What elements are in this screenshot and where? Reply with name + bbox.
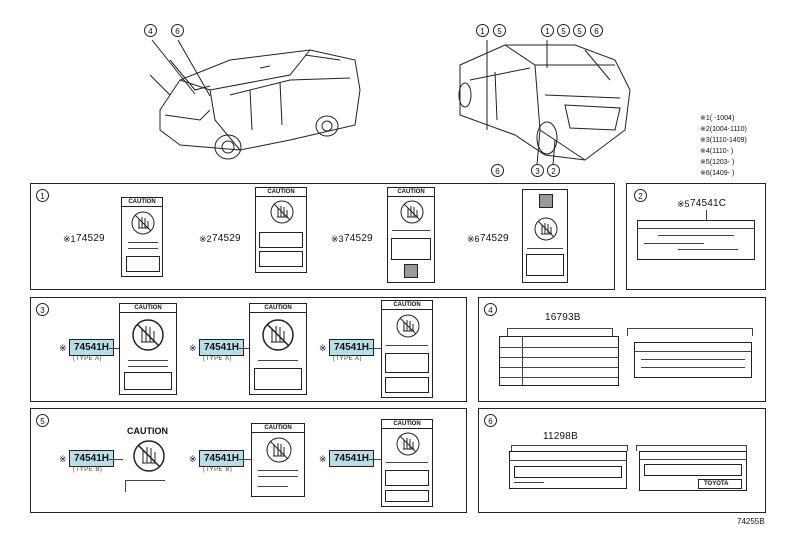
- panel-3-item-2-part: 74541H: [199, 339, 245, 356]
- panel-5-item-1-mark: ※: [59, 454, 67, 464]
- panel-3-label-1: CAUTION: [119, 303, 177, 395]
- panel-5-item-2-mark: ※: [189, 454, 197, 464]
- panel-5-label-1: CAUTION: [123, 426, 175, 498]
- panel-1-number: 1: [36, 189, 49, 202]
- callout-rear-5c: 5: [573, 24, 586, 37]
- callout-rear-2: 2: [547, 164, 560, 177]
- panel-1: 1 ※1 74529 CAUTION ※2 74529 CAUTION ※3 7…: [30, 183, 615, 290]
- panel-4-label-2: [634, 342, 752, 378]
- legend-line-4: ※4(1110- ): [700, 148, 734, 155]
- panel-3-label-2-caution: CAUTION: [250, 304, 306, 313]
- hand-icon: [534, 217, 558, 241]
- legend-line-5: ※5(1203- ): [700, 159, 735, 166]
- panel-3-label-2: CAUTION: [249, 303, 307, 395]
- panel-5-item-1-type: (TYPE B): [73, 467, 103, 473]
- panel-5-label-2-caution: CAUTION: [252, 424, 304, 433]
- panel-2-number: 2: [634, 189, 647, 202]
- panel-5-label-3-caution: CAUTION: [382, 420, 432, 429]
- panel-1-item-3-part: 74529: [344, 233, 373, 244]
- panel-1-item-3-mark: ※3: [331, 234, 344, 244]
- panel-4-part: 16793B: [545, 312, 581, 323]
- callout-rear-6a: 6: [590, 24, 603, 37]
- legend-line-1: ※1( -1004): [700, 115, 735, 122]
- callout-rear-5b: 5: [557, 24, 570, 37]
- legend-line-6: ※6(1409- ): [700, 170, 735, 177]
- panel-3-label-1-caution: CAUTION: [120, 304, 176, 313]
- panel-1-item-1-mark: ※1: [63, 234, 76, 244]
- panel-6: 6 11298B TOYOTA: [478, 408, 766, 513]
- panel-4-number: 4: [484, 303, 497, 316]
- callout-rear-6b: 6: [491, 164, 504, 177]
- panel-2-part: 74541C: [690, 198, 727, 209]
- panel-3: 3 ※ 74541H (TYPE A) CAUTION ※ 74541H (TY…: [30, 297, 467, 402]
- panel-3-item-3-type: (TYPE A): [333, 356, 363, 362]
- legend-line-2: ※2(1004-1110): [700, 126, 747, 133]
- panel-3-label-3-caution: CAUTION: [382, 301, 432, 310]
- panel-5: 5 ※ 74541H (TYPE B) CAUTION ※ 74541H (TY…: [30, 408, 467, 513]
- hand-icon: [131, 211, 155, 235]
- panel-1-label-1: CAUTION: [121, 197, 163, 277]
- hand-icon: [396, 432, 420, 456]
- panel-3-item-3-mark: ※: [319, 343, 327, 353]
- panel-6-label-2: TOYOTA: [639, 451, 747, 491]
- hand-icon: [396, 314, 420, 338]
- hand-icon: [270, 200, 294, 224]
- toyota-brand-text: TOYOTA: [704, 481, 729, 487]
- panel-2: 2 ※5 74541C: [626, 183, 766, 290]
- callout-rear-3: 3: [531, 164, 544, 177]
- diagram-id: 74255B: [737, 517, 765, 526]
- panel-3-item-1-type: (TYPE A): [73, 356, 103, 362]
- panel-1-item-2-part: 74529: [212, 233, 241, 244]
- panel-3-number: 3: [36, 303, 49, 316]
- hand-icon: [133, 440, 165, 472]
- panel-1-label-2: CAUTION: [255, 187, 307, 273]
- panel-5-item-1-part: 74541H: [69, 450, 115, 467]
- panel-1-item-1-part: 74529: [76, 233, 105, 244]
- vehicle-rear-illustration: [458, 40, 631, 166]
- panel-1-item-4-part: 74529: [480, 233, 509, 244]
- hand-icon: [266, 437, 292, 463]
- panel-3-item-2-mark: ※: [189, 343, 197, 353]
- panel-1-label-3-caution: CAUTION: [388, 188, 434, 197]
- callout-front-6: 6: [171, 24, 184, 37]
- panel-3-item-3-part: 74541H: [329, 339, 375, 356]
- panel-5-label-2: CAUTION: [251, 423, 305, 497]
- panel-3-label-3: CAUTION: [381, 300, 433, 398]
- panel-5-item-2-part: 74541H: [199, 450, 245, 467]
- panel-5-label-1-caution: CAUTION: [127, 426, 168, 436]
- panel-1-label-1-caution: CAUTION: [122, 198, 162, 207]
- callout-front-4: 4: [144, 24, 157, 37]
- panel-4-label-1: [499, 336, 619, 386]
- panel-1-label-4: [522, 189, 568, 283]
- panel-4: 4 16793B: [478, 297, 766, 402]
- panel-1-label-3: CAUTION: [387, 187, 435, 283]
- panel-2-mark: ※5: [677, 199, 690, 209]
- panel-3-item-1-part: 74541H: [69, 339, 115, 356]
- panel-5-item-2-type: (TYPE B): [203, 467, 233, 473]
- panel-2-label: [637, 220, 755, 260]
- panel-3-item-1-mark: ※: [59, 343, 67, 353]
- panel-6-number: 6: [484, 414, 497, 427]
- panel-1-label-2-caution: CAUTION: [256, 188, 306, 197]
- panel-5-item-3-part: 74541H: [329, 450, 375, 467]
- panel-3-item-2-type: (TYPE A): [203, 356, 233, 362]
- panel-5-label-3: CAUTION: [381, 419, 433, 507]
- hand-icon: [262, 319, 294, 351]
- callout-rear-1a: 1: [476, 24, 489, 37]
- legend-line-3: ※3(1110-1409): [700, 137, 747, 144]
- panel-1-item-2-mark: ※2: [199, 234, 212, 244]
- panel-6-part: 11298B: [543, 431, 578, 442]
- panel-5-number: 5: [36, 414, 49, 427]
- vehicle-front-illustration: [149, 39, 361, 160]
- panel-6-label-1: [509, 451, 627, 489]
- panel-1-item-4-mark: ※6: [467, 234, 480, 244]
- hand-icon: [400, 200, 424, 224]
- callout-rear-1b: 1: [541, 24, 554, 37]
- panel-5-item-3-mark: ※: [319, 454, 327, 464]
- hand-icon: [132, 319, 164, 351]
- callout-rear-5a: 5: [493, 24, 506, 37]
